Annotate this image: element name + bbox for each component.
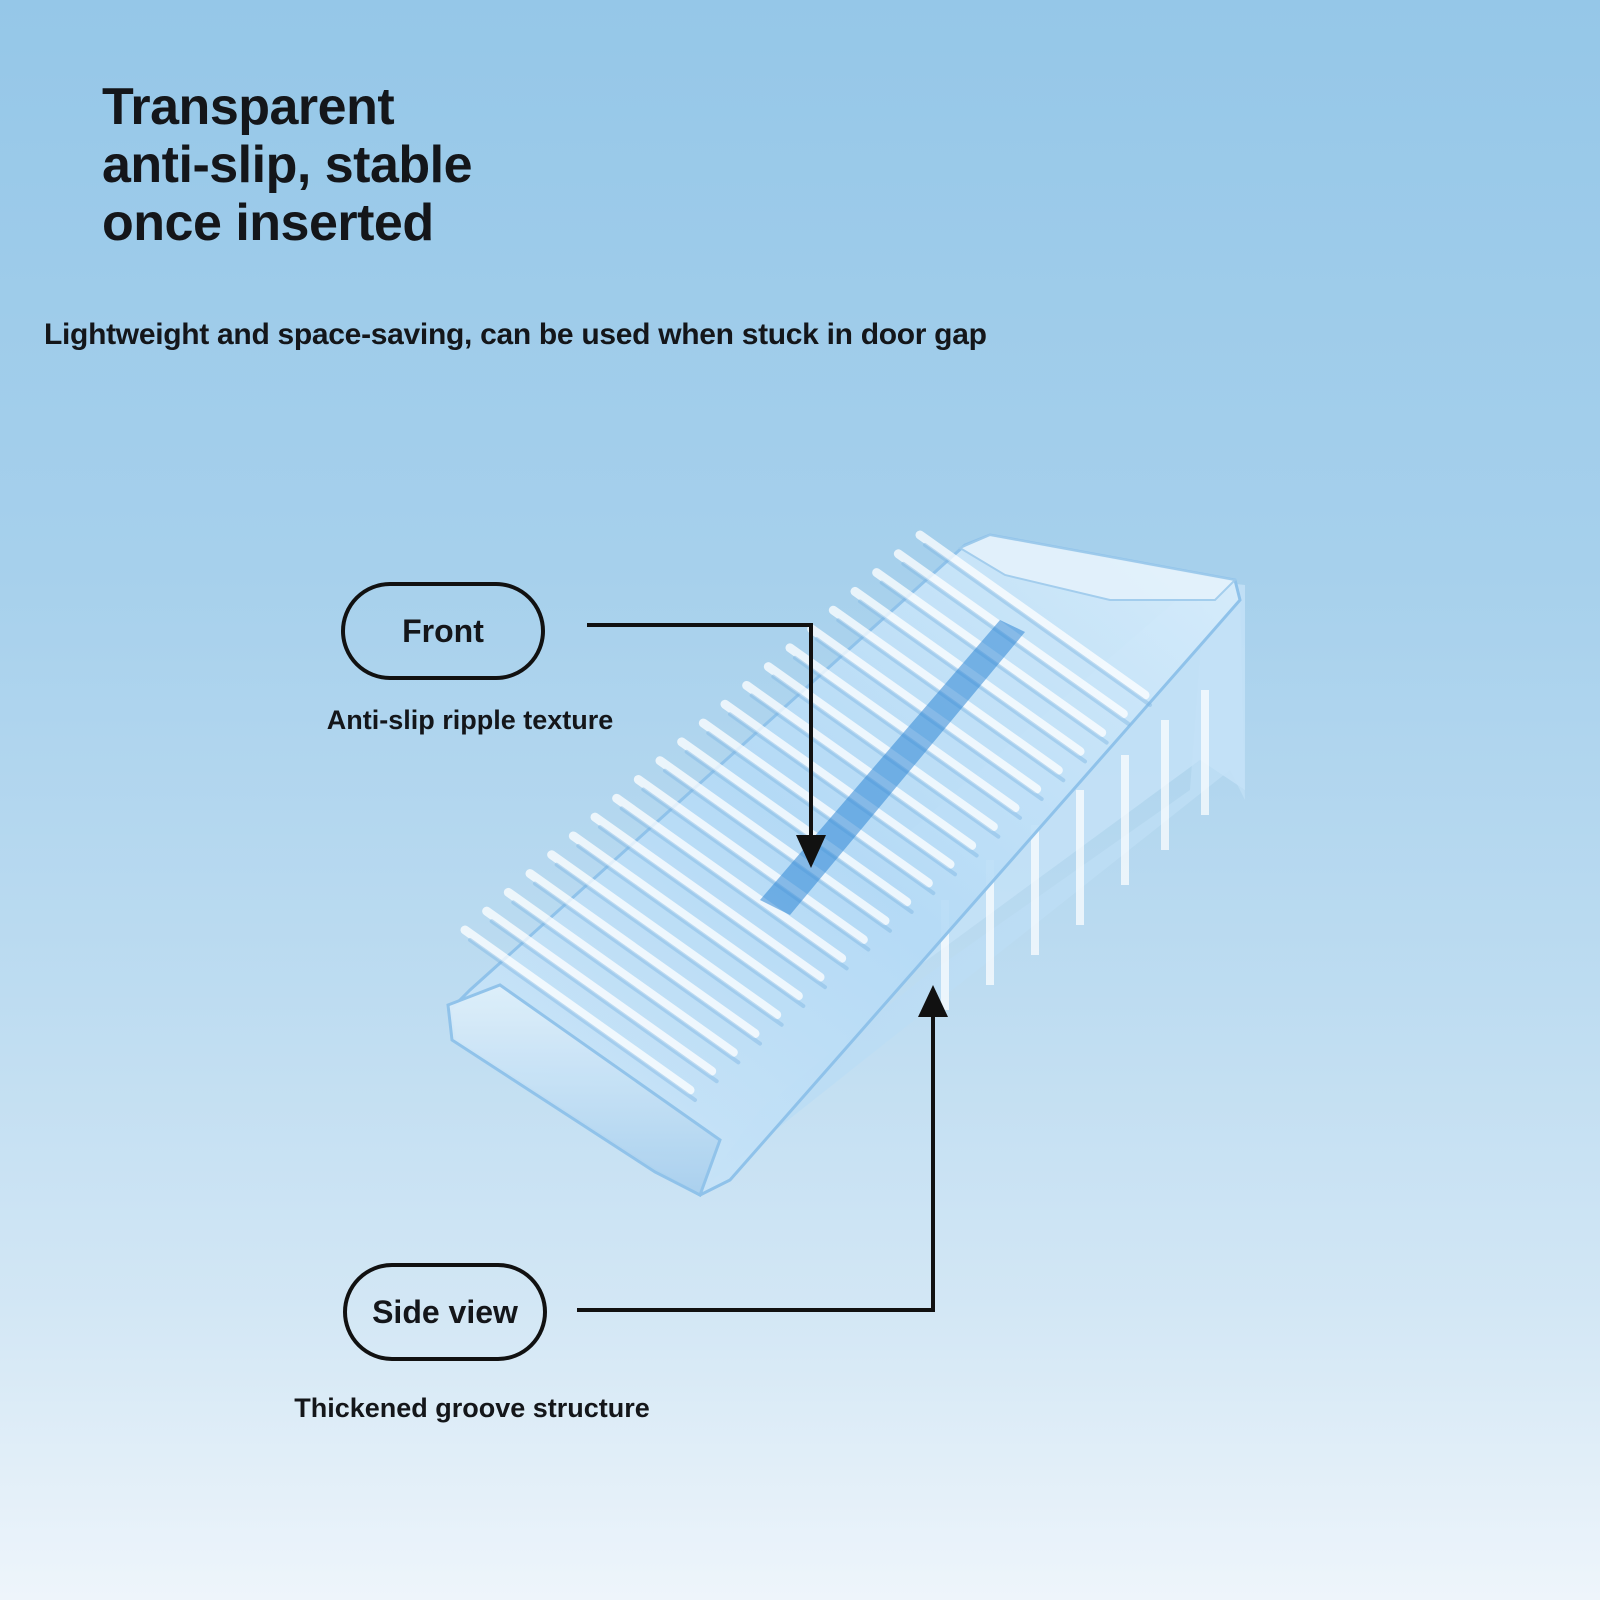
front-caption: Anti-slip ripple texture xyxy=(326,705,614,735)
ripple-ridge-shadow xyxy=(554,862,784,1027)
ripple-ridge xyxy=(612,793,847,963)
ripple-ridge xyxy=(525,869,760,1039)
ripple-ridge xyxy=(915,530,1150,700)
ripple-ridge xyxy=(698,718,933,888)
ripple-ridge-shadow xyxy=(598,825,827,990)
stopper-back-top xyxy=(957,533,1238,601)
ripple-ridge-shadow xyxy=(511,900,741,1065)
ripple-ridge xyxy=(568,831,803,1001)
headline: Transparent anti-slip, stable once inser… xyxy=(102,78,473,252)
front-arrow-head xyxy=(796,835,826,868)
ripple-ridge xyxy=(460,925,695,1095)
stopper-ripple-ridges xyxy=(460,530,1152,1102)
side-view-label: Side view xyxy=(372,1293,518,1330)
ripple-ridge xyxy=(785,643,1020,813)
ripple-ridge-shadow xyxy=(619,806,849,971)
stopper-tip xyxy=(446,983,722,1198)
ripple-ridge-shadow xyxy=(468,938,697,1102)
ripple-ridge xyxy=(503,887,738,1057)
ripple-ridge-shadow xyxy=(728,712,957,877)
ripple-ridge-shadow xyxy=(706,731,936,896)
headline-line-1: Transparent xyxy=(102,78,395,136)
ripple-ridge-shadow xyxy=(576,843,806,1008)
ripple-ridge xyxy=(633,775,868,945)
ripple-ridge xyxy=(655,756,890,926)
ripple-ridge-shadow xyxy=(749,693,979,858)
callout-leaders xyxy=(577,623,935,1312)
side-view-label-pill: Side view xyxy=(343,1263,547,1361)
ripple-ridge-shadow xyxy=(663,768,892,933)
ripple-ridge-shadow xyxy=(684,749,914,914)
ripple-ridge xyxy=(720,699,955,869)
subheadline: Lightweight and space-saving, can be use… xyxy=(44,318,987,351)
stopper-center-stripe xyxy=(760,620,1025,915)
side-view-caption: Thickened groove structure xyxy=(294,1393,650,1423)
ripple-ridge-shadow xyxy=(489,919,719,1084)
side-arrow-head xyxy=(918,985,948,1017)
ripple-ridge xyxy=(482,906,717,1076)
ripple-ridge-shadow xyxy=(533,881,762,1046)
ripple-ridge xyxy=(742,680,977,850)
ripple-ridge-shadow xyxy=(641,787,871,952)
headline-line-2: anti-slip, stable xyxy=(102,136,473,194)
ripple-ridge xyxy=(547,850,782,1020)
ripple-ridge-shadow xyxy=(901,561,1131,726)
front-label-pill: Front xyxy=(341,582,545,680)
headline-line-3: once inserted xyxy=(102,194,434,252)
ripple-ridge xyxy=(590,812,825,982)
front-label: Front xyxy=(402,612,484,649)
ripple-ridge xyxy=(677,737,912,907)
ripple-ridge-shadow xyxy=(923,543,1152,707)
ripple-ridge xyxy=(763,662,998,832)
